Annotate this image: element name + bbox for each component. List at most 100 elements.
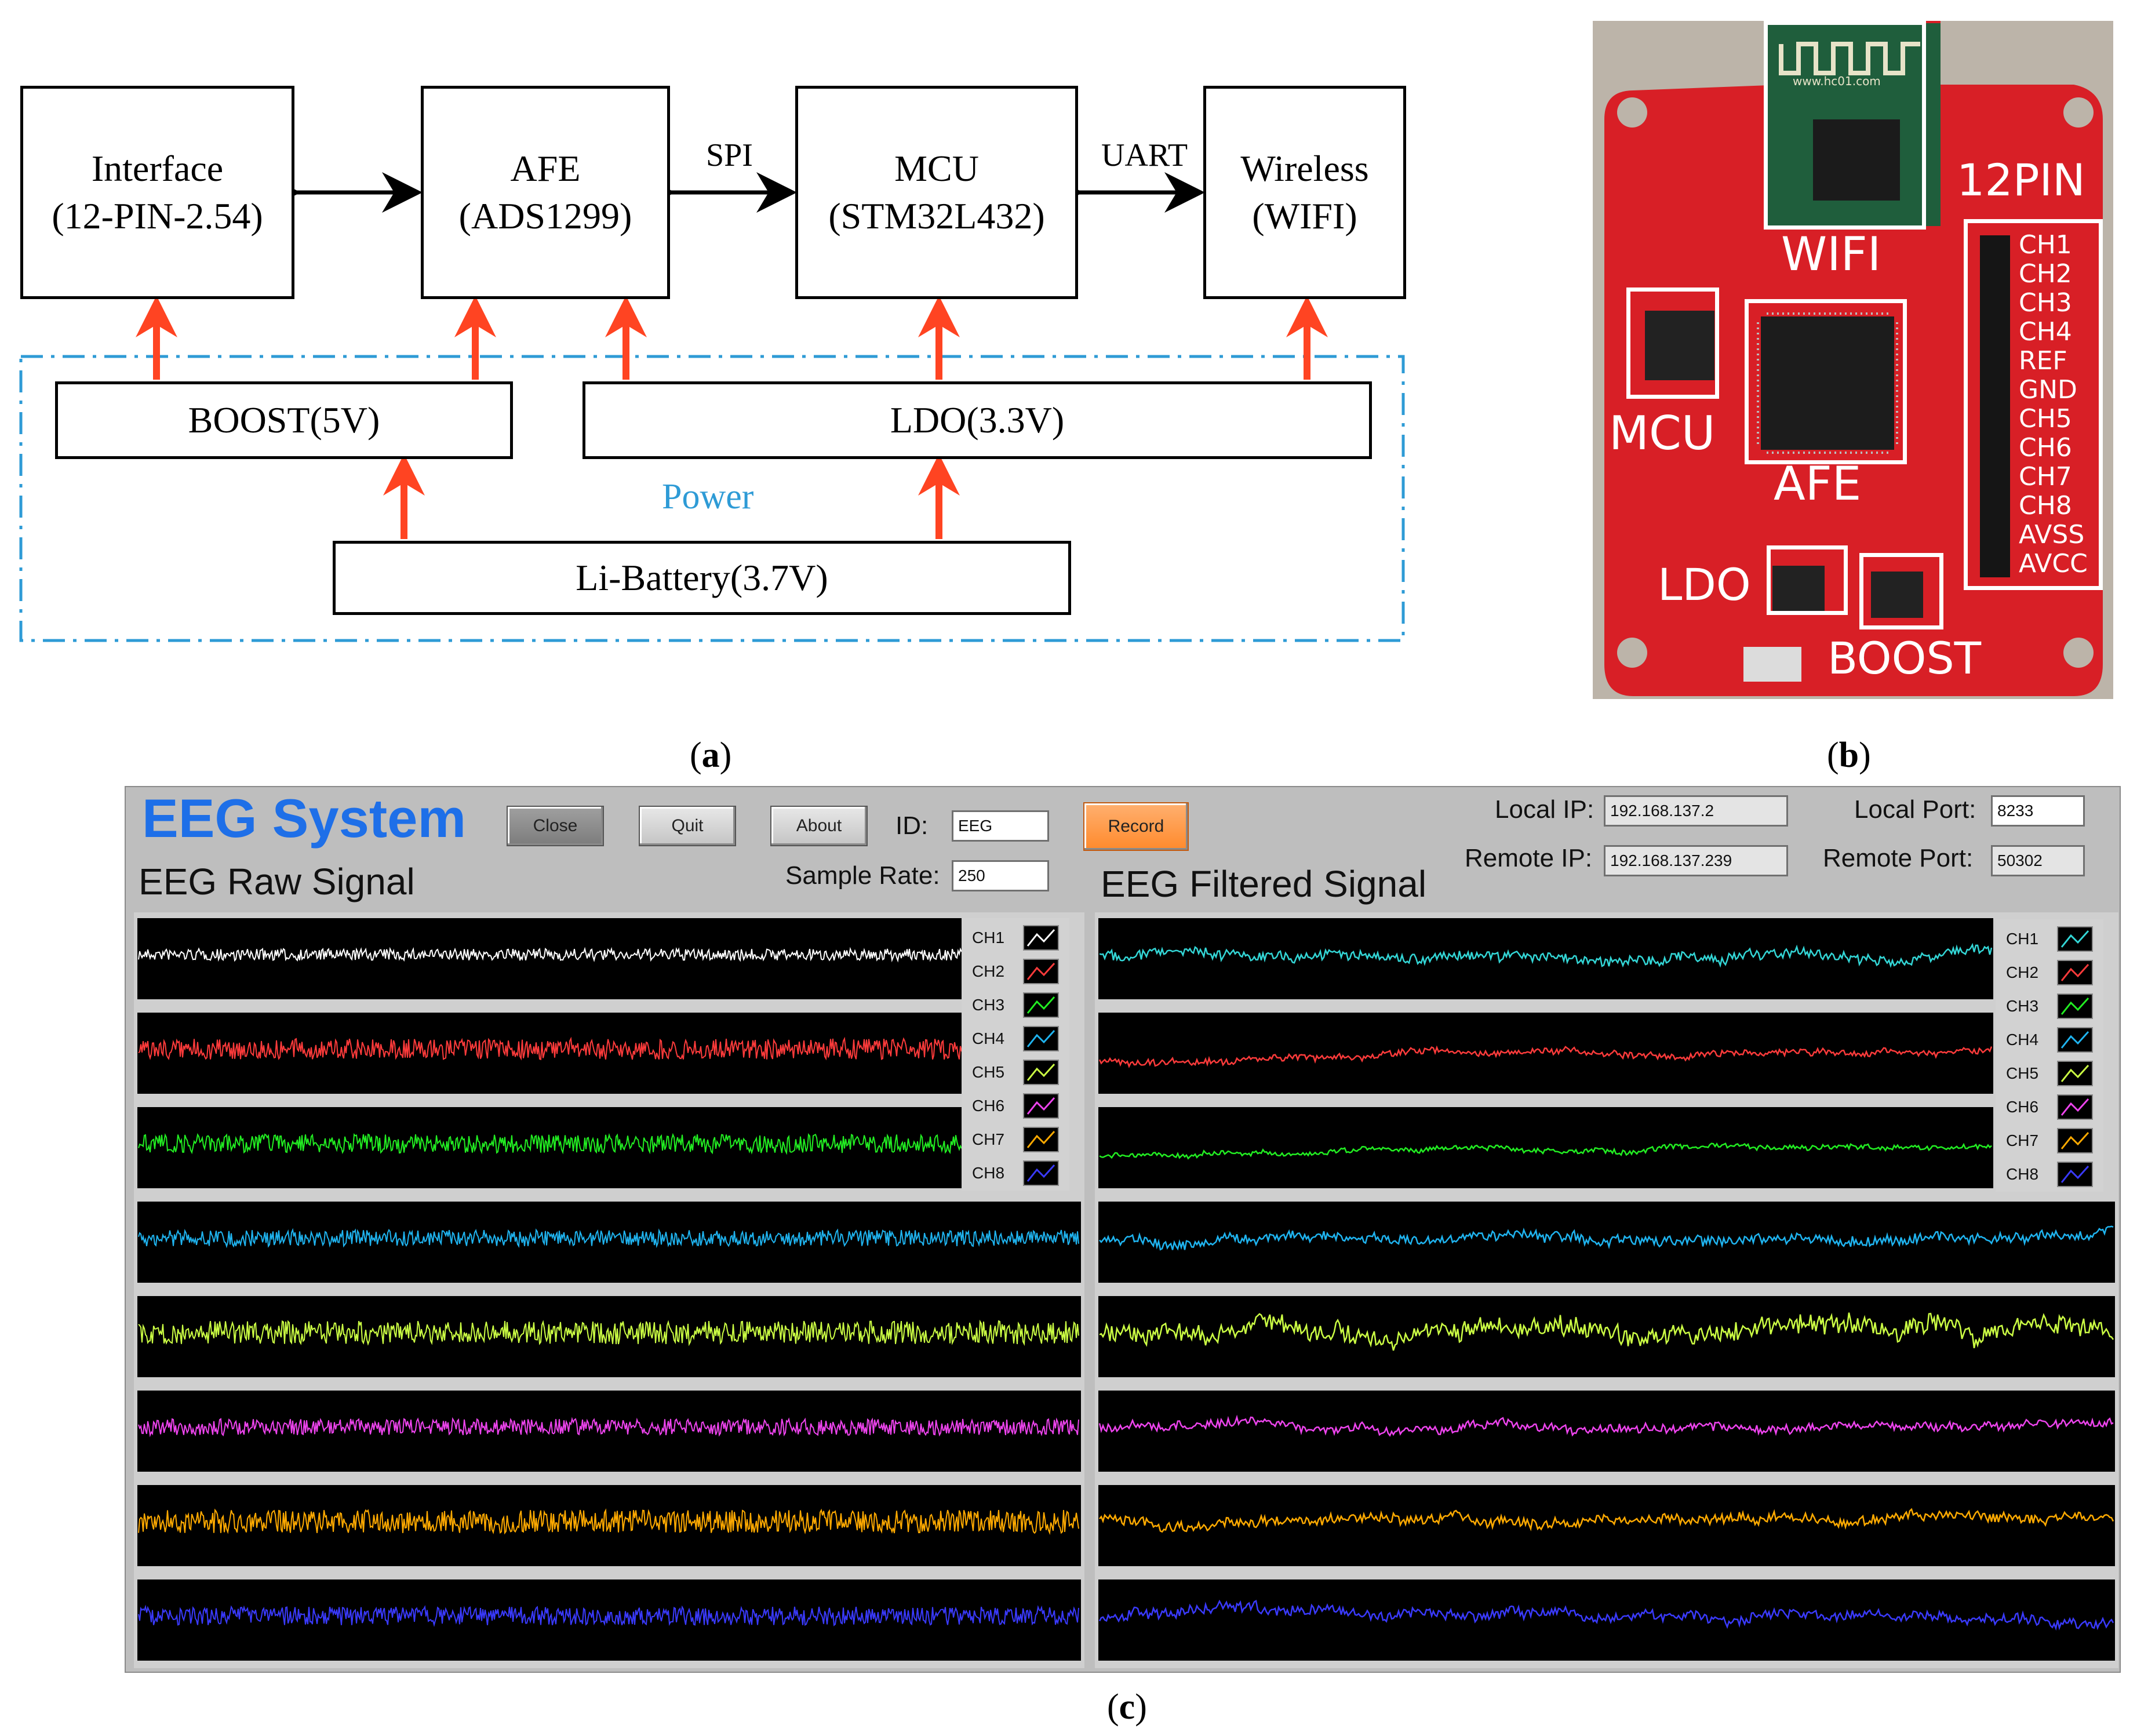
legend-swatch-icon — [2057, 960, 2093, 985]
afe-box-name: AFE — [510, 148, 581, 189]
caption-a: (a) — [690, 736, 732, 775]
power-label: Power — [662, 477, 754, 516]
pin-label: CH5 — [2019, 404, 2072, 434]
local-port-label: Local Port: — [1854, 795, 1976, 824]
legend-item: CH5 — [1996, 1057, 2093, 1090]
record-button[interactable]: Record — [1083, 802, 1189, 851]
legend-item: CH3 — [1996, 990, 2093, 1022]
pin-label: CH2 — [2019, 259, 2072, 289]
waveform-trace-ch3 — [1099, 1142, 1992, 1160]
filtered-signal-title: EEG Filtered Signal — [1101, 863, 1427, 905]
local-ip-field[interactable]: 192.168.137.2 — [1604, 795, 1788, 827]
legend-swatch-icon — [2057, 1061, 2093, 1086]
boost-frame — [1859, 553, 1943, 629]
eeg-app-window: EEG System Close Quit About ID: EEG Reco… — [125, 786, 2121, 1673]
waveform-plot-area — [137, 1202, 1081, 1283]
waveform-trace-ch4 — [138, 1228, 1079, 1249]
diagram-connectors — [19, 172, 1405, 642]
battery-box-label: Li-Battery(3.7V) — [576, 557, 828, 598]
legend-item: CH6 — [1996, 1091, 2093, 1123]
quit-button[interactable]: Quit — [639, 806, 736, 846]
wifi-module-print: www.hc01.com — [1793, 74, 1881, 88]
boost-box-label: BOOST(5V) — [188, 399, 380, 441]
filtered-waveforms — [1098, 918, 2115, 1661]
raw-waveforms — [137, 918, 1081, 1661]
waveform-trace-ch7 — [1099, 1508, 2114, 1533]
legend-item: CH8 — [962, 1157, 1059, 1189]
id-input[interactable]: EEG — [952, 810, 1049, 842]
caption-c: (c) — [1107, 1687, 1147, 1727]
waveform-plot-area — [1098, 1579, 2115, 1661]
ldo-label: LDO — [1658, 559, 1751, 610]
remote-port-field[interactable]: 50302 — [1991, 845, 2085, 876]
legend-swatch-icon — [2057, 1027, 2093, 1053]
wireless-box: Wireless (WIFI) — [1203, 86, 1406, 299]
spi-label: SPI — [706, 137, 753, 173]
caption-b-letter: b — [1839, 736, 1859, 775]
waveform-trace-ch1 — [138, 947, 962, 963]
mcu-label: MCU — [1609, 406, 1716, 460]
legend-item: CH3 — [962, 989, 1059, 1021]
legend-item: CH1 — [962, 922, 1059, 954]
pin-label: CH3 — [2019, 288, 2072, 318]
boost-label: BOOST — [1827, 632, 1982, 684]
mcu-box: MCU (STM32L432) — [795, 86, 1078, 299]
legend-swatch-icon — [1023, 1060, 1059, 1085]
sample-rate-label: Sample Rate: — [785, 861, 940, 890]
pin-header-frame — [1964, 219, 2103, 590]
pcb-board-artwork — [1593, 21, 2113, 699]
legend-label: CH3 — [972, 996, 1005, 1014]
waveform-trace-ch6 — [138, 1417, 1079, 1437]
sample-rate-input[interactable]: 250 — [952, 860, 1049, 891]
interface-box: Interface (12-PIN-2.54) — [20, 86, 294, 299]
interface-box-name: Interface — [91, 148, 224, 189]
legend-label: CH5 — [972, 1063, 1005, 1081]
waveform-trace-ch3 — [138, 1133, 962, 1155]
legend-swatch-icon — [2057, 1162, 2093, 1187]
waveform-trace-ch7 — [138, 1508, 1079, 1535]
afe-frame — [1745, 299, 1907, 464]
afe-box: AFE (ADS1299) — [421, 86, 670, 299]
pcb-photo: www.hc01.com WIFI 12PIN CH1 CH2 CH3 CH4 … — [1593, 21, 2113, 699]
remote-port-label: Remote Port: — [1823, 844, 1974, 872]
waveform-plot-area — [137, 918, 964, 999]
legend-item: CH7 — [1996, 1124, 2093, 1157]
legend-item: CH2 — [962, 955, 1059, 988]
legend-label: CH8 — [972, 1164, 1005, 1182]
waveform-plot-area — [1098, 1107, 1993, 1188]
boost-box: BOOST(5V) — [55, 381, 513, 459]
about-button[interactable]: About — [770, 806, 868, 846]
legend-label: CH2 — [972, 962, 1005, 980]
legend-label: CH4 — [2006, 1031, 2039, 1049]
waveform-plot-area — [137, 1107, 964, 1188]
pin-label: AVSS — [2019, 520, 2085, 549]
legend-swatch-icon — [1023, 959, 1059, 984]
remote-ip-field[interactable]: 192.168.137.239 — [1604, 845, 1788, 876]
legend-label: CH1 — [972, 929, 1005, 947]
legend-label: CH8 — [2006, 1165, 2039, 1183]
wifi-label: WIFI — [1781, 227, 1881, 281]
waveform-trace-ch1 — [1099, 942, 1993, 969]
remote-ip-label: Remote IP: — [1465, 844, 1593, 872]
legend-label: CH3 — [2006, 997, 2039, 1015]
legend-label: CH5 — [2006, 1064, 2039, 1082]
uart-label: UART — [1101, 137, 1188, 173]
pin-list: CH1 CH2 CH3 CH4 REF GND CH5 CH6 CH7 CH8 … — [2019, 231, 2100, 578]
caption-a-letter: a — [701, 736, 720, 775]
local-port-input[interactable]: 8233 — [1991, 795, 2085, 827]
caption-c-letter: c — [1119, 1687, 1135, 1727]
waveform-plot-area — [1098, 1202, 2115, 1283]
mcu-frame — [1626, 287, 1719, 399]
pin-label: CH6 — [2019, 433, 2072, 463]
waveform-trace-ch2 — [1098, 1045, 1993, 1068]
legend-item: CH6 — [962, 1090, 1059, 1122]
power-region — [19, 355, 1405, 642]
legend-swatch-icon — [1023, 1127, 1059, 1152]
pin-label: GND — [2019, 375, 2077, 405]
legend-label: CH7 — [2006, 1131, 2039, 1149]
raw-signal-title: EEG Raw Signal — [139, 861, 415, 902]
waveform-plot-area — [1098, 1296, 2115, 1377]
waveform-trace-ch5 — [1099, 1312, 2114, 1351]
close-button[interactable]: Close — [507, 806, 604, 846]
legend-swatch-icon — [2057, 1094, 2093, 1120]
